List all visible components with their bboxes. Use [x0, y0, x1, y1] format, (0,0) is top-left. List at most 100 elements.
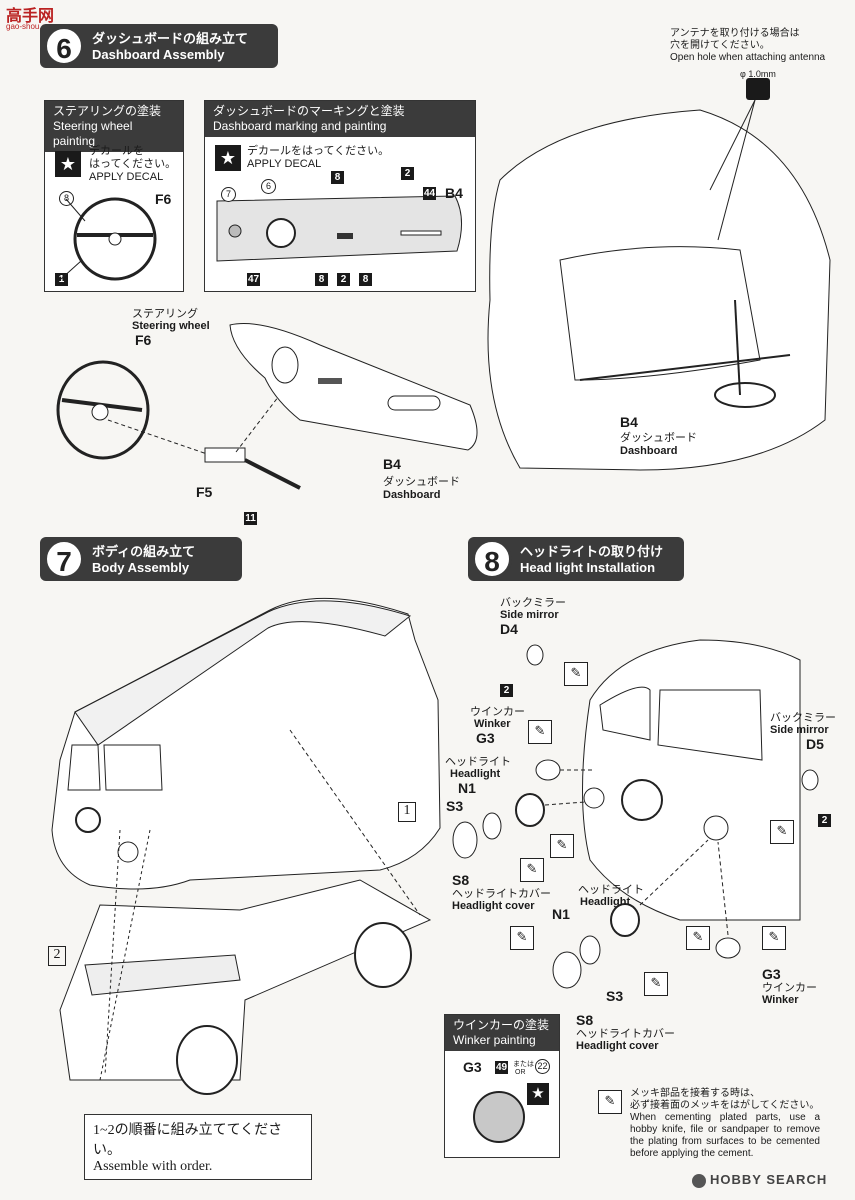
s3-part-bottom: S3 — [606, 988, 624, 1004]
steering-part-f6: F6 — [155, 191, 172, 207]
color-number-2-left: 2 — [500, 684, 513, 697]
watermark-logo: 高手网 — [6, 8, 55, 25]
winker2-jp: ウインカー — [762, 982, 817, 994]
step8-number: 8 — [472, 539, 512, 579]
or-en: OR — [515, 1069, 526, 1076]
step6-title-jp: ダッシュボードの組み立て — [92, 31, 249, 46]
cover2-en: Headlight cover — [576, 1040, 659, 1052]
body-b4-part: B4 — [620, 414, 638, 430]
steering-box-header: ステアリングの塗装 Steering wheel painting — [45, 101, 183, 152]
dashboard-drawing — [216, 195, 462, 262]
plating-glue-icon: ✎ — [770, 820, 794, 844]
antenna-size: φ 1.0mm — [740, 69, 776, 79]
s8-part-bottom: S8 — [576, 1012, 594, 1028]
plating-glue-icon: ✎ — [762, 926, 786, 950]
assemble-order-note: 1~2の順番に組み立ててください。 Assemble with order. — [84, 1114, 312, 1180]
winker-box-header: ウインカーの塗装 Winker painting — [445, 1015, 559, 1051]
order-mark-2: 2 — [48, 946, 66, 966]
dash-color-8-b: 8 — [359, 273, 372, 286]
dash-b4-part: B4 — [383, 456, 401, 472]
step6-header: 6 ダッシュボードの組み立て Dashboard Assembly — [40, 24, 278, 68]
mirror-l-en: Side mirror — [500, 609, 559, 621]
mirror-r-en: Side mirror — [770, 724, 829, 736]
step8-title-en: Head light Installation — [520, 560, 656, 575]
cover-jp: ヘッドライトカバー — [452, 888, 551, 900]
dash-b4-en: Dashboard — [383, 489, 441, 501]
step6-title-en: Dashboard Assembly — [92, 47, 225, 62]
dash-decal-7: 7 — [221, 187, 236, 202]
dashboard-decal-jp: デカールをはってください。 — [247, 145, 390, 157]
step7-title-jp: ボディの組み立て — [92, 544, 196, 559]
winker-box-title-jp: ウインカーの塗装 — [453, 1018, 550, 1032]
dash-part-b4: B4 — [445, 185, 463, 201]
plating-glue-icon: ✎ — [510, 926, 534, 950]
plating-glue-icon: ✎ — [598, 1090, 622, 1114]
plating-glue-icon: ✎ — [644, 972, 668, 996]
dash-color-47: 47 — [247, 273, 260, 286]
steering-wheel-drawing — [60, 197, 157, 281]
color-number-2-right: 2 — [818, 814, 831, 827]
cover-en: Headlight cover — [452, 900, 535, 912]
plating-glue-icon: ✎ — [520, 858, 544, 882]
plating-note-jp2: 必ず接着面のメッキをはがしてください。 — [630, 1100, 820, 1111]
sw-label-en: Steering wheel — [132, 320, 210, 332]
color-number-49: 49 — [495, 1061, 508, 1074]
step7-number: 7 — [44, 539, 84, 579]
winker-box-title-en: Winker painting — [453, 1033, 536, 1047]
winker-jp: ウインカー — [470, 706, 525, 718]
step8-header: 8 ヘッドライトの取り付け Head light Installation — [468, 537, 684, 581]
body-b4-en: Dashboard — [620, 445, 678, 457]
step8-title-jp: ヘッドライトの取り付け — [520, 544, 664, 559]
footer-brand: HOBBY SEARCH — [710, 1172, 828, 1187]
dashboard-box-title-jp: ダッシュボードのマーキングと塗装 — [213, 104, 405, 118]
steering-decal-jp1: デカールを — [89, 145, 144, 157]
n1-part-bottom: N1 — [552, 906, 570, 922]
s8-part-top: S8 — [452, 872, 470, 888]
sw-label-jp: ステアリング — [132, 308, 198, 320]
f5-part: F5 — [196, 484, 213, 500]
steering-box-title-jp: ステアリングの塗装 — [53, 104, 162, 118]
cover2-jp: ヘッドライトカバー — [576, 1028, 675, 1040]
step7-title-en: Body Assembly — [92, 560, 190, 575]
winker-en: Winker — [474, 718, 511, 730]
winker2-en: Winker — [762, 994, 799, 1006]
dashboard-marking-box: ダッシュボードのマーキングと塗装 Dashboard marking and p… — [204, 100, 476, 292]
antenna-note-en: Open hole when attaching antenna — [670, 52, 826, 63]
watermark-url: gao-shou.com — [6, 22, 57, 31]
dash-color-44: 44 — [423, 187, 436, 200]
plating-note: メッキ部品を接着する時は、 必ず接着面のメッキをはがしてください。 When c… — [630, 1088, 820, 1160]
mirror-l-jp: バックミラー — [500, 597, 566, 609]
dash-color-2-top: 2 — [401, 167, 414, 180]
winker-painting-box: ウインカーの塗装 Winker painting G3 49 または OR 22… — [444, 1014, 560, 1158]
headlight2-en: Headlight — [580, 896, 631, 908]
winker-lens-drawing — [473, 1091, 525, 1143]
dash-color-8-top: 8 — [331, 171, 344, 184]
dash-color-8-a: 8 — [315, 273, 328, 286]
plating-glue-icon: ✎ — [564, 662, 588, 686]
headlight2-jp: ヘッドライト — [578, 884, 644, 896]
decal-number-8: 8 — [59, 191, 74, 206]
dash-b4-jp: ダッシュボード — [383, 476, 460, 488]
hobby-search-logo-icon — [692, 1174, 706, 1188]
or-jp: または — [513, 1061, 534, 1068]
mirror-r-jp: バックミラー — [770, 712, 836, 724]
steering-decal-en: APPLY DECAL — [89, 171, 164, 183]
plating-glue-icon: ✎ — [550, 834, 574, 858]
decal-star-icon: ★ — [215, 145, 241, 171]
dash-color-2-b: 2 — [337, 273, 350, 286]
dashboard-box-header: ダッシュボードのマーキングと塗装 Dashboard marking and p… — [205, 101, 475, 137]
d4-part: D4 — [500, 621, 518, 637]
d5-part: D5 — [806, 736, 824, 752]
decal-star-icon: ★ — [55, 151, 81, 177]
color-number-11: 11 — [244, 512, 257, 525]
order-mark-1: 1 — [398, 802, 416, 822]
winker-g3: G3 — [463, 1059, 482, 1075]
antenna-note-jp1: アンテナを取り付ける場合は — [670, 28, 800, 39]
antenna-note: アンテナを取り付ける場合は 穴を開けてください。 Open hole when … — [670, 28, 850, 64]
assemble-order-jp: 1~2の順番に組み立ててください。 — [93, 1123, 283, 1158]
antenna-note-jp2: 穴を開けてください。 — [670, 40, 770, 51]
dash-decal-6: 6 — [261, 179, 276, 194]
decal-star-icon: ★ — [527, 1083, 549, 1105]
steering-decal-jp2: はってください。 — [89, 158, 177, 170]
plating-glue-icon: ✎ — [528, 720, 552, 744]
